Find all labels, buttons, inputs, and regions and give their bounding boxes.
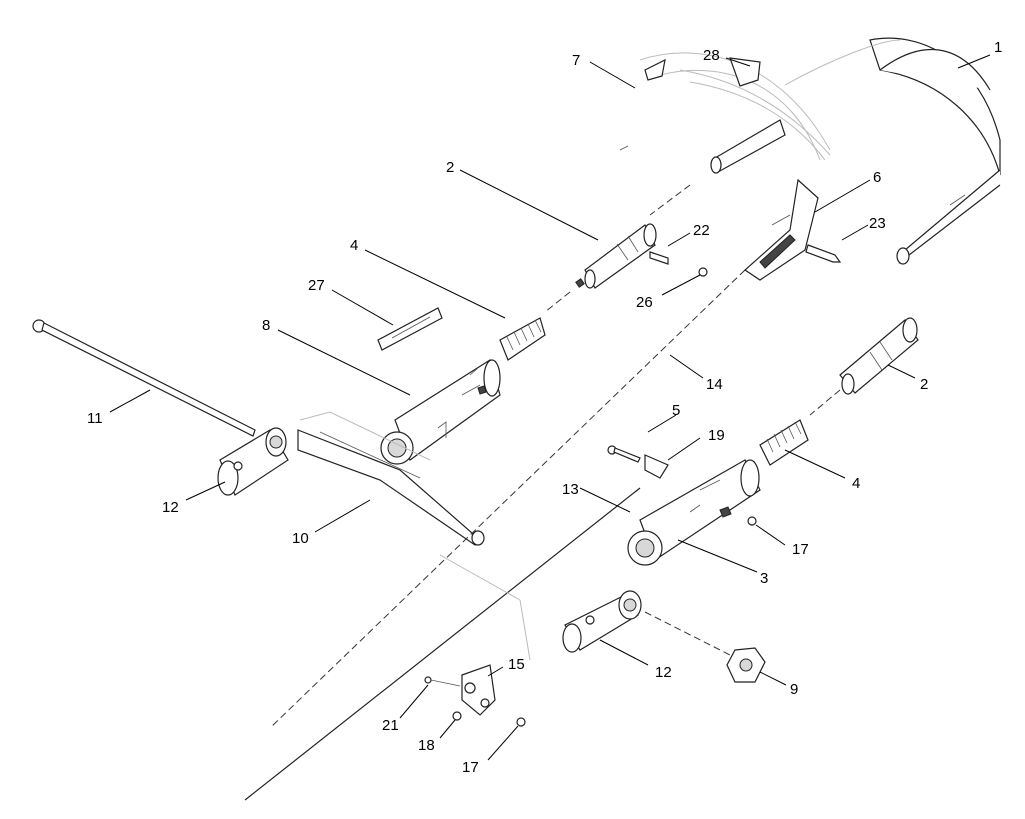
callout-15: 15: [508, 656, 525, 673]
clip-part-19: [644, 454, 669, 479]
nut-part-26: [698, 267, 708, 277]
washer-part-18: [452, 711, 462, 721]
callout-5: 5: [672, 402, 680, 419]
cable-part-13: [244, 487, 641, 801]
callout-23: 23: [869, 215, 886, 232]
lock-body-part-8: [380, 359, 501, 465]
callout-21: 21: [382, 717, 399, 734]
callout-6: 6: [873, 169, 881, 186]
callout-3: 3: [760, 570, 768, 587]
callout-labels: 1 7 28 2 6 22 23 4 27 26 8 14 2 11 5 19 …: [87, 39, 1002, 776]
callout-10: 10: [292, 530, 309, 547]
handle-tube-part: [639, 37, 1001, 265]
plate-part-10: [297, 411, 485, 546]
nut-part-17-lower: [516, 717, 526, 727]
knuckle-part-12-right: [562, 590, 731, 656]
callout-11: 11: [87, 410, 103, 427]
bolt-part-21: [424, 676, 461, 687]
pin-part-23: [805, 244, 842, 263]
knuckle-part-12-left: [217, 427, 289, 496]
axis-line: [649, 184, 691, 216]
nut-part-17-right: [747, 516, 757, 526]
callout-14: 14: [706, 376, 723, 393]
screw-part-5: [607, 445, 641, 463]
callout-17-lower: 17: [462, 759, 479, 776]
callout-8: 8: [262, 317, 270, 334]
lock-body-part-3: [627, 459, 761, 566]
rod-part-11: [32, 319, 256, 437]
pin-part-22: [649, 251, 669, 265]
callout-2-right: 2: [920, 376, 928, 393]
callout-4-right: 4: [852, 475, 860, 492]
callout-4-upper: 4: [350, 237, 358, 254]
callout-17-right: 17: [792, 541, 809, 558]
callout-19: 19: [708, 427, 725, 444]
callout-13: 13: [562, 481, 579, 498]
callout-26: 26: [636, 294, 653, 311]
tube-part-2-right: [809, 317, 919, 416]
callout-1: 1: [994, 39, 1002, 56]
callout-9: 9: [790, 681, 798, 698]
callout-2-upper: 2: [446, 159, 454, 176]
leader-lines: [109, 54, 991, 761]
plate-part-28: [679, 57, 831, 161]
bracket-part-27: [377, 307, 443, 351]
clip-part-7: [619, 58, 666, 151]
callout-12-left: 12: [162, 499, 179, 516]
tube-part-2-upper: [575, 223, 657, 289]
callout-22: 22: [693, 222, 710, 239]
callout-28: 28: [703, 47, 720, 64]
callout-18: 18: [418, 737, 435, 754]
callout-12-right: 12: [655, 664, 672, 681]
lever-part-6: [744, 178, 819, 281]
clamp-part-15: [461, 664, 496, 716]
callout-27: 27: [308, 277, 325, 294]
spring-part-4-upper: [499, 291, 571, 361]
spring-part-4-right: [759, 419, 809, 466]
callout-7: 7: [572, 52, 580, 69]
knob-part-9: [726, 647, 766, 683]
